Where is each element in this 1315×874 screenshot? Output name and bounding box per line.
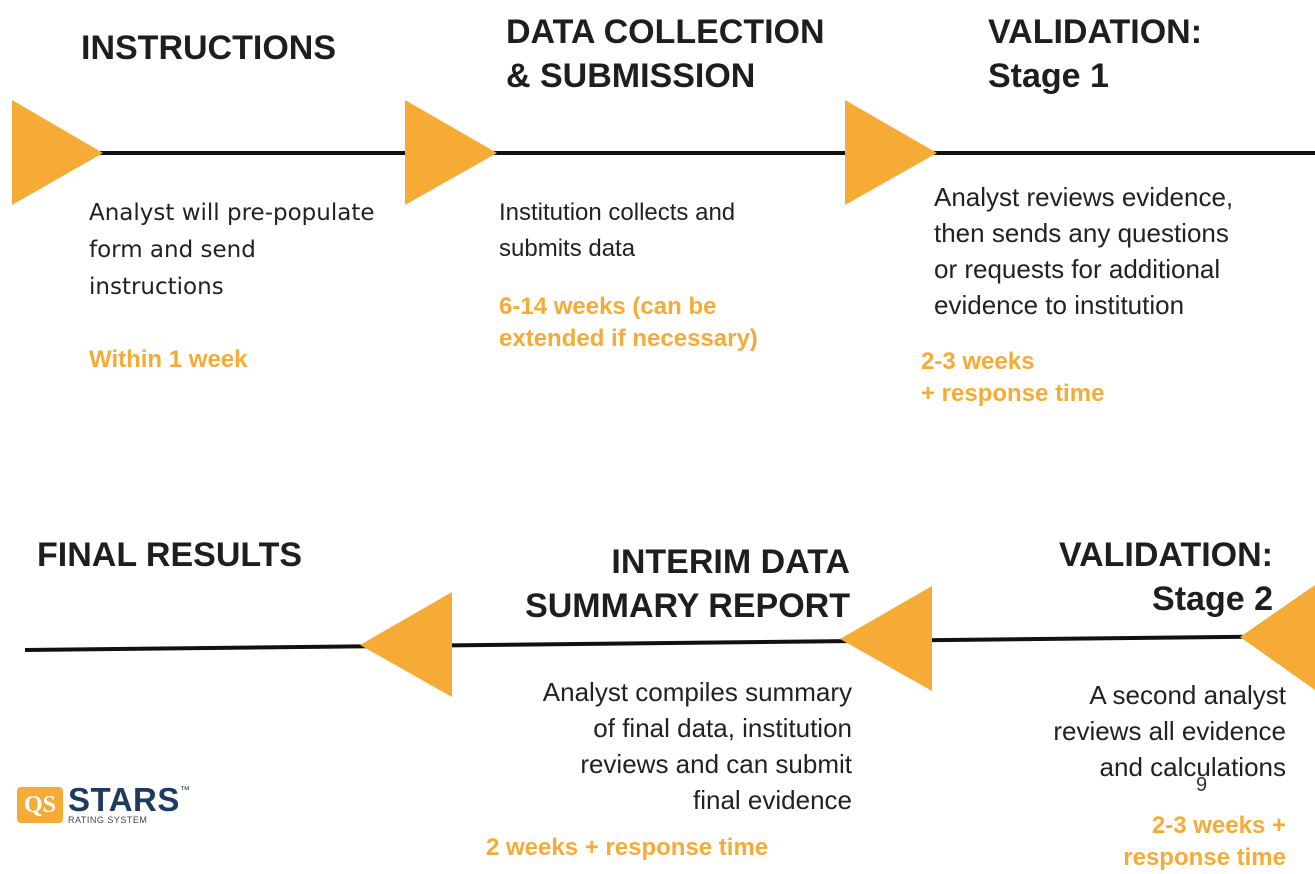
step-instructions-title: INSTRUCTIONS (81, 29, 336, 67)
step-validation-2-description: A second analyst reviews all evidence an… (1053, 680, 1286, 782)
step-validation-1-title: VALIDATION: Stage 1 (988, 13, 1203, 95)
qs-stars-logo: QS STARS ™ RATING SYSTEM (17, 781, 190, 825)
step-validation-1-duration: 2-3 weeks + response time (921, 348, 1105, 407)
logo-subtitle: RATING SYSTEM (68, 815, 148, 825)
step-interim-report-title: INTERIM DATA SUMMARY REPORT (525, 543, 850, 625)
bottom-timeline-line (24, 634, 1315, 652)
logo-text: STARS ™ RATING SYSTEM (68, 781, 190, 825)
arrow-left-marker-3 (1240, 585, 1315, 690)
step-instructions-duration: Within 1 week (89, 346, 248, 373)
step-data-collection-title: DATA COLLECTION & SUBMISSION (506, 13, 825, 95)
step-data-collection-duration: 6-14 weeks (can be extended if necessary… (499, 293, 758, 352)
step-final-results-title: FINAL RESULTS (37, 536, 303, 574)
step-instructions-description: Analyst will pre-populate form and send … (89, 200, 375, 300)
logo-word: STARS (68, 781, 180, 818)
step-data-collection-description: Institution collects and submits data (499, 199, 736, 262)
step-interim-report-description: Analyst compiles summary of final data, … (542, 677, 852, 815)
arrow-right-marker-1 (12, 100, 103, 205)
step-interim-report-duration: 2 weeks + response time (486, 834, 769, 861)
step-validation-2-title: VALIDATION: Stage 2 (1058, 536, 1273, 618)
arrow-left-marker-2 (840, 586, 932, 691)
page-number: 9 (1196, 774, 1208, 796)
qs-logo-mark: QS (17, 787, 63, 823)
step-validation-1-description: Analyst reviews evidence, then sends any… (934, 182, 1234, 320)
logo-trademark: ™ (179, 785, 190, 796)
arrow-left-marker-1 (360, 592, 452, 697)
arrow-right-marker-3 (845, 100, 937, 205)
step-validation-2-duration: 2-3 weeks + response time (1123, 812, 1286, 871)
arrow-right-marker-2 (405, 100, 497, 205)
